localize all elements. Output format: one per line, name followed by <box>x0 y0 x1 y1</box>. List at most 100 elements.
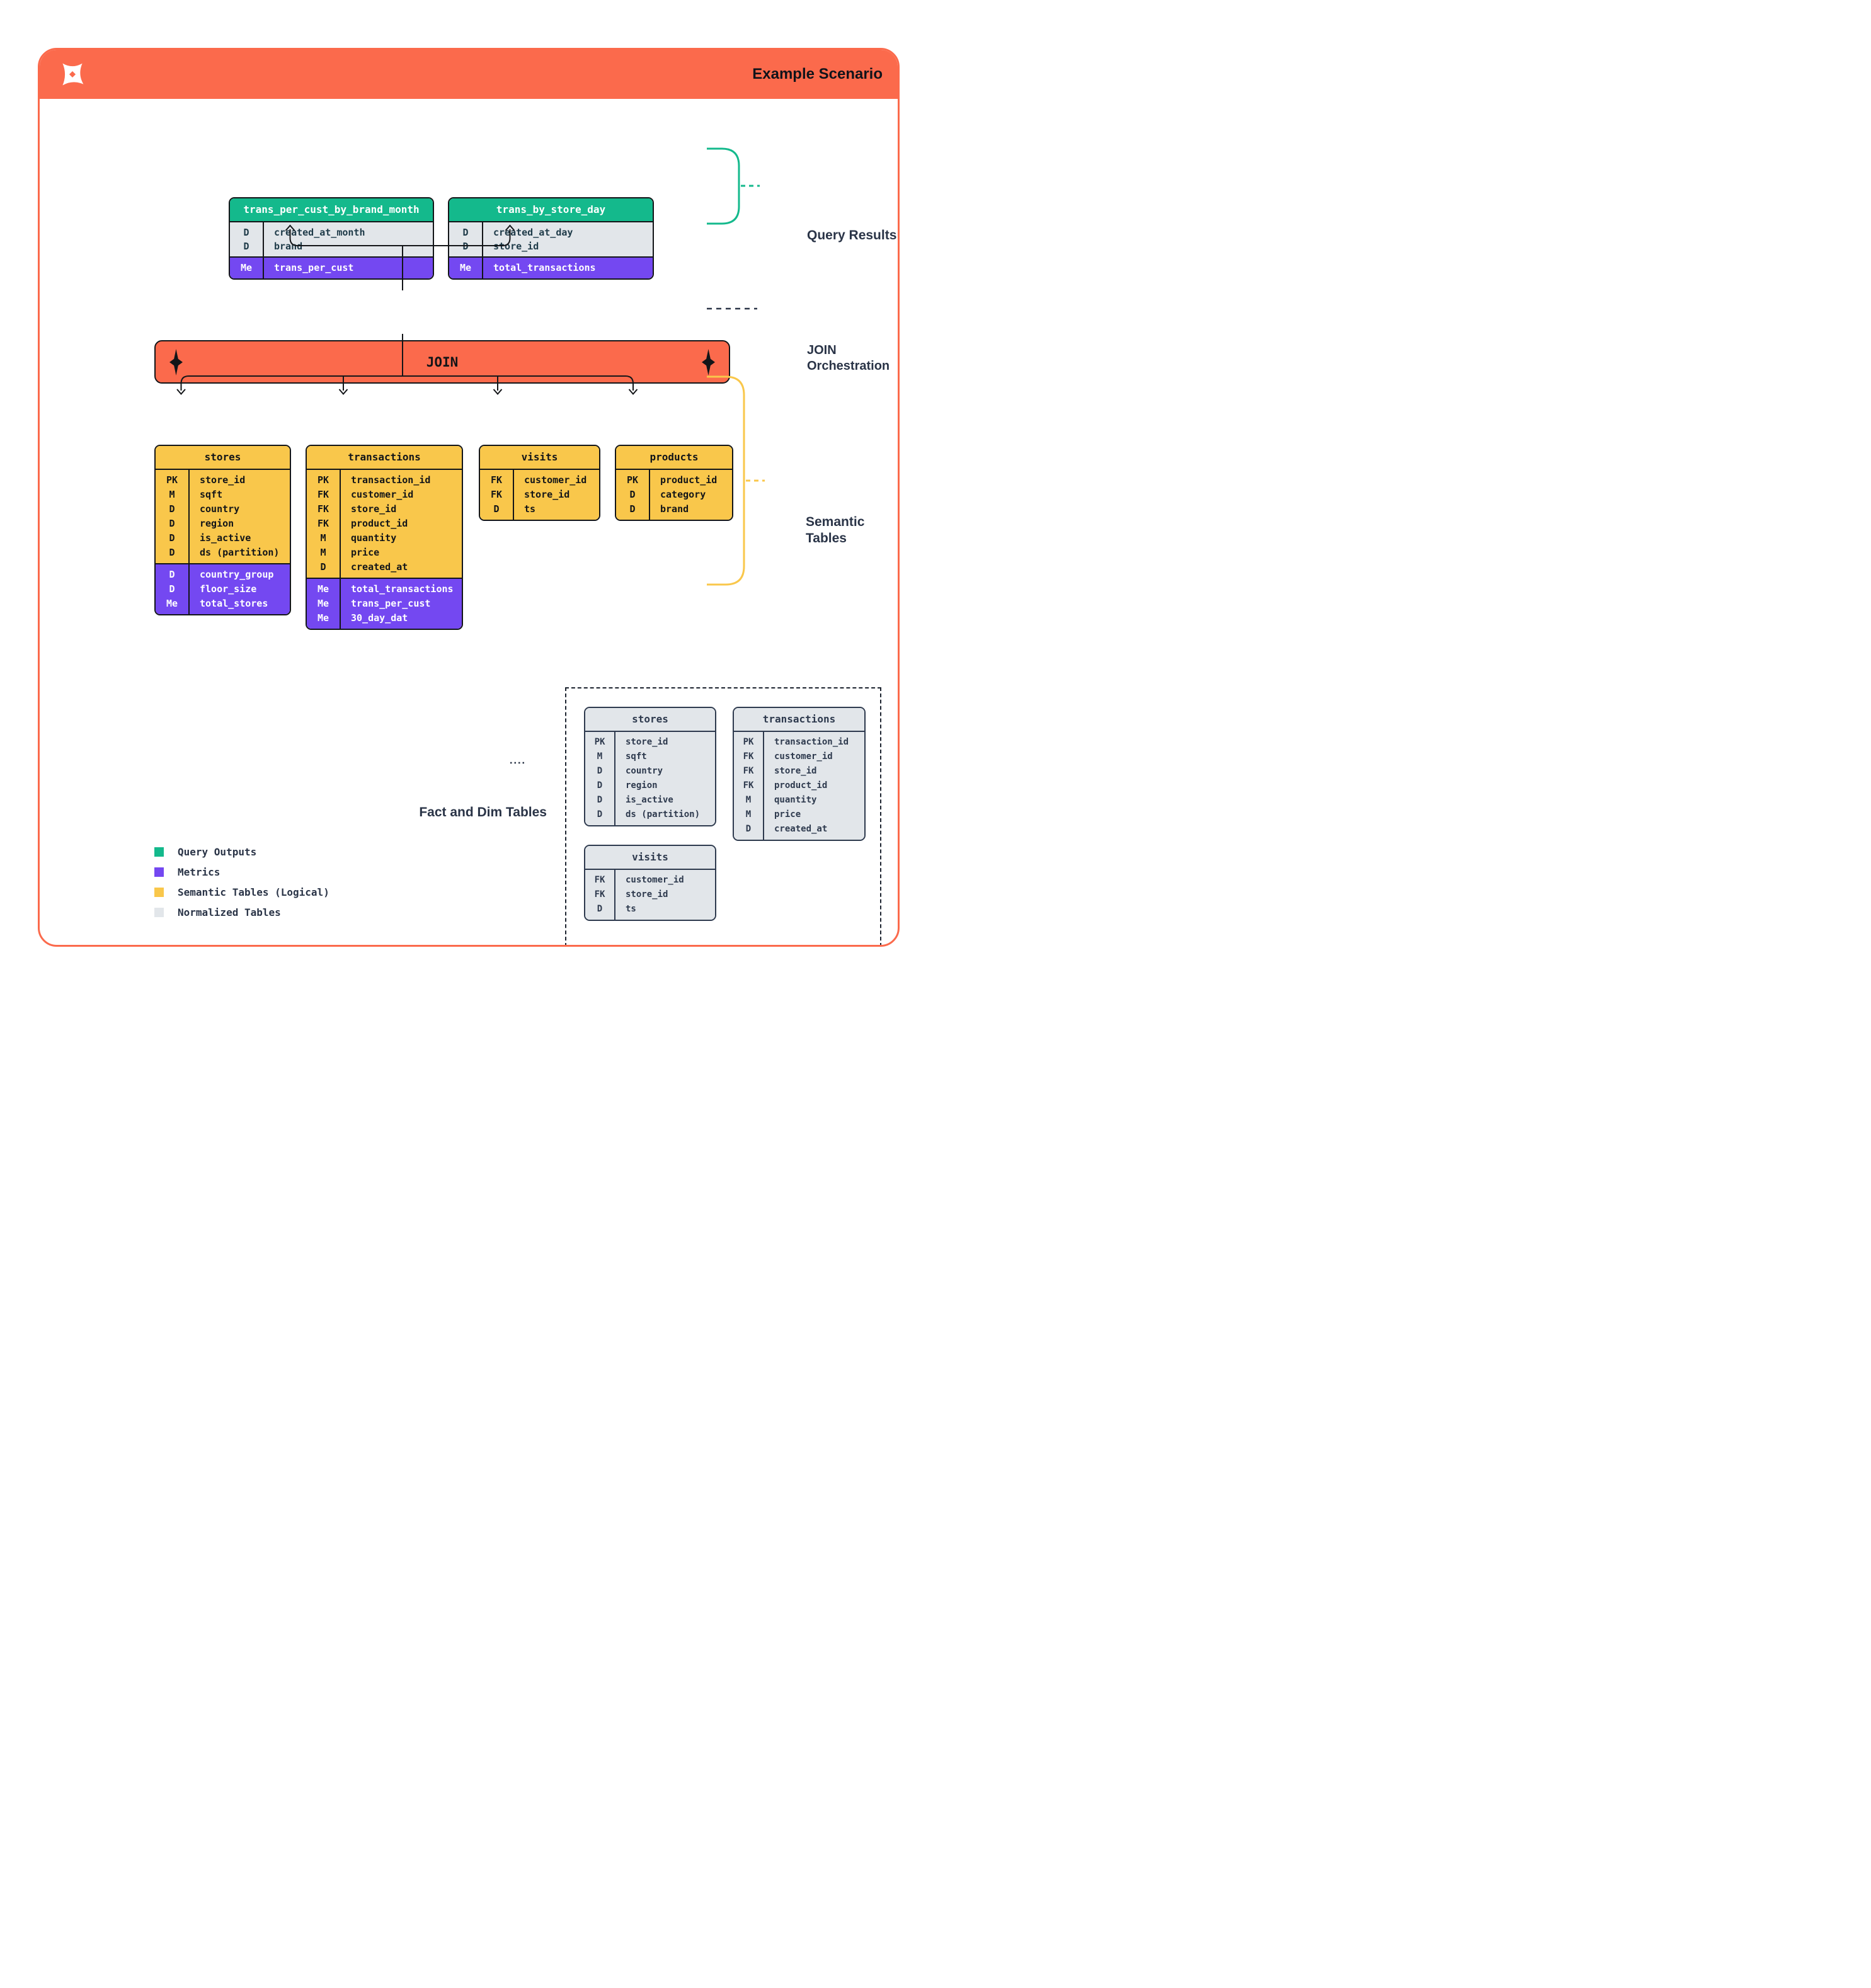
column-key: D <box>629 503 636 515</box>
column-name: quantity <box>774 795 817 805</box>
column-name: quantity <box>351 532 397 544</box>
column-name: customer_id <box>351 489 414 500</box>
column-key: D <box>169 547 175 558</box>
header-band: Example Scenario <box>40 50 898 99</box>
column-name: product_id <box>351 518 408 529</box>
column-name: brand <box>274 241 303 252</box>
column-key: D <box>169 569 175 580</box>
column-name: store_id <box>524 489 570 500</box>
page-title: Example Scenario <box>752 66 883 83</box>
column-name: is_active <box>200 532 251 544</box>
table-title: products <box>616 446 732 470</box>
column-key: M <box>169 489 175 500</box>
column-name: transaction_id <box>774 737 849 747</box>
column-name: trans_per_cust <box>274 262 354 273</box>
column-key: FK <box>743 751 754 762</box>
column-name: store_id <box>351 503 397 515</box>
column-key: D <box>493 503 500 515</box>
semantic-tables-label: Semantic Tables <box>806 514 864 547</box>
fact-dim-group-box <box>565 687 881 945</box>
diamond-icon <box>169 348 183 375</box>
column-name: store_id <box>626 737 668 747</box>
column-name: country_group <box>200 569 274 580</box>
column-key: Me <box>317 598 329 609</box>
column-key: M <box>320 532 326 544</box>
fact-dim-label: Fact and Dim Tables <box>419 805 547 820</box>
column-name: store_id <box>200 474 246 486</box>
table-title: stores <box>585 708 715 732</box>
column-key: M <box>745 795 752 805</box>
legend-label: Semantic Tables (Logical) <box>178 886 329 898</box>
legend-item: Normalized Tables <box>154 906 329 918</box>
column-name: sqft <box>626 751 647 762</box>
column-key: Me <box>459 262 472 273</box>
column-key: Me <box>317 612 329 624</box>
table-title: stores <box>156 446 290 470</box>
column-key: FK <box>317 489 329 500</box>
column-key: D <box>169 518 175 529</box>
semantic-tables-line2: Tables <box>806 531 847 546</box>
table-title: trans_per_cust_by_brand_month <box>230 198 433 222</box>
legend-swatch-icon <box>154 908 164 917</box>
diagram-card: Example Scenario trans_per_cust_by_brand… <box>38 48 900 947</box>
column-key: D <box>597 809 603 820</box>
diamond-icon <box>702 348 715 375</box>
column-key: D <box>243 241 249 252</box>
table-title: visits <box>480 446 599 470</box>
column-key: FK <box>594 889 605 900</box>
legend-label: Metrics <box>178 866 220 878</box>
column-name: customer_id <box>774 751 833 762</box>
column-key: D <box>169 503 175 515</box>
column-key: FK <box>743 780 754 791</box>
column-name: total_transactions <box>493 262 596 273</box>
column-name: ts <box>524 503 536 515</box>
column-key: D <box>597 795 603 805</box>
example-scenario-diagram: Example Scenario trans_per_cust_by_brand… <box>0 0 936 994</box>
column-name: floor_size <box>200 583 257 595</box>
legend-label: Normalized Tables <box>178 906 281 918</box>
table-title: transactions <box>734 708 864 732</box>
semantic-tables-line1: Semantic <box>806 515 865 529</box>
column-name: 30_day_dat <box>351 612 408 624</box>
column-key: D <box>597 766 603 776</box>
column-key: FK <box>490 474 503 486</box>
column-key: M <box>597 751 603 762</box>
column-name: product_id <box>660 474 718 486</box>
legend-item: Semantic Tables (Logical) <box>154 886 329 898</box>
join-bar: JOIN <box>154 340 730 384</box>
column-key: FK <box>594 875 605 885</box>
legend-item: Query Outputs <box>154 846 329 858</box>
column-name: created_at_month <box>274 227 365 238</box>
column-name: brand <box>660 503 689 515</box>
column-name: created_at_day <box>493 227 573 238</box>
legend-label: Query Outputs <box>178 846 257 858</box>
column-key: D <box>169 583 175 595</box>
column-key: Me <box>166 598 178 609</box>
column-key: D <box>597 904 603 914</box>
legend-item: Metrics <box>154 866 329 878</box>
column-name: country <box>626 766 663 776</box>
column-key: D <box>462 227 469 238</box>
column-key: FK <box>490 489 503 500</box>
table-section-metric: Me total_transactions <box>449 256 653 278</box>
column-name: total_transactions <box>351 583 454 595</box>
column-key: D <box>169 532 175 544</box>
column-name: trans_per_cust <box>351 598 431 609</box>
column-key: FK <box>317 518 329 529</box>
